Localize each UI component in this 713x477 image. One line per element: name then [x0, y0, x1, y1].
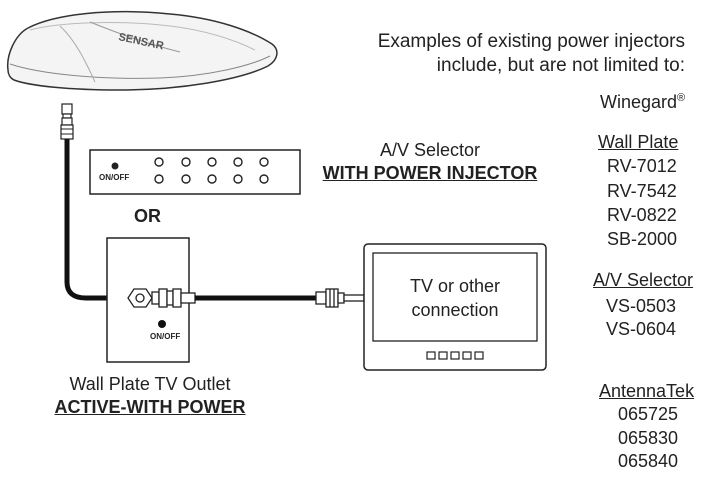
model-vs-0503: VS-0503: [606, 296, 677, 316]
model-065830: 065830: [618, 428, 679, 448]
model-vs-0604: VS-0604: [606, 319, 677, 339]
wall-plate-subcaption: ACTIVE-WITH POWER: [54, 397, 246, 417]
brand-winegard: Winegard®: [600, 92, 685, 113]
wall-plate-switch-label: ON/OFF: [150, 332, 181, 341]
antenna-f-connector: [60, 103, 74, 140]
registered-mark: ®: [677, 92, 686, 104]
wall-plate-caption: Wall Plate TV Outlet: [69, 374, 231, 394]
or-label: OR: [134, 206, 161, 226]
tv-f-connector: [315, 288, 365, 308]
intro-line-1: Examples of existing power injectors: [377, 31, 685, 52]
model-rv-0822: RV-0822: [607, 205, 677, 225]
brand-antennatek: AntennaTek: [599, 381, 695, 401]
tv-set: [363, 243, 547, 371]
model-rv-7542: RV-7542: [607, 181, 677, 201]
winegard-selector-heading: A/V Selector: [593, 270, 694, 290]
tv-screen-line-1: TV or other: [409, 276, 501, 296]
model-sb-2000: SB-2000: [607, 229, 678, 249]
brand-winegard-name: Winegard: [600, 92, 678, 112]
tv-screen-line-2: connection: [411, 300, 499, 320]
antenna-cable: [64, 139, 134, 301]
model-065725: 065725: [618, 404, 679, 424]
antenna-dome: SENSAR: [7, 10, 278, 91]
winegard-wall-plate-heading: Wall Plate: [598, 132, 679, 152]
model-065840: 065840: [618, 451, 679, 471]
selector-jacks: [154, 157, 269, 184]
av-selector-box: [89, 149, 301, 195]
model-rv-7012: RV-7012: [607, 156, 677, 176]
selector-switch-label: ON/OFF: [99, 173, 130, 182]
selector-subtitle: WITH POWER INJECTOR: [322, 163, 538, 183]
tv-front-buttons: [426, 351, 484, 360]
intro-line-2: include, but are not limited to:: [436, 55, 685, 76]
selector-power-button: [111, 162, 119, 170]
wall-plate-power-button: [158, 320, 166, 328]
selector-title: A/V Selector: [379, 140, 481, 160]
